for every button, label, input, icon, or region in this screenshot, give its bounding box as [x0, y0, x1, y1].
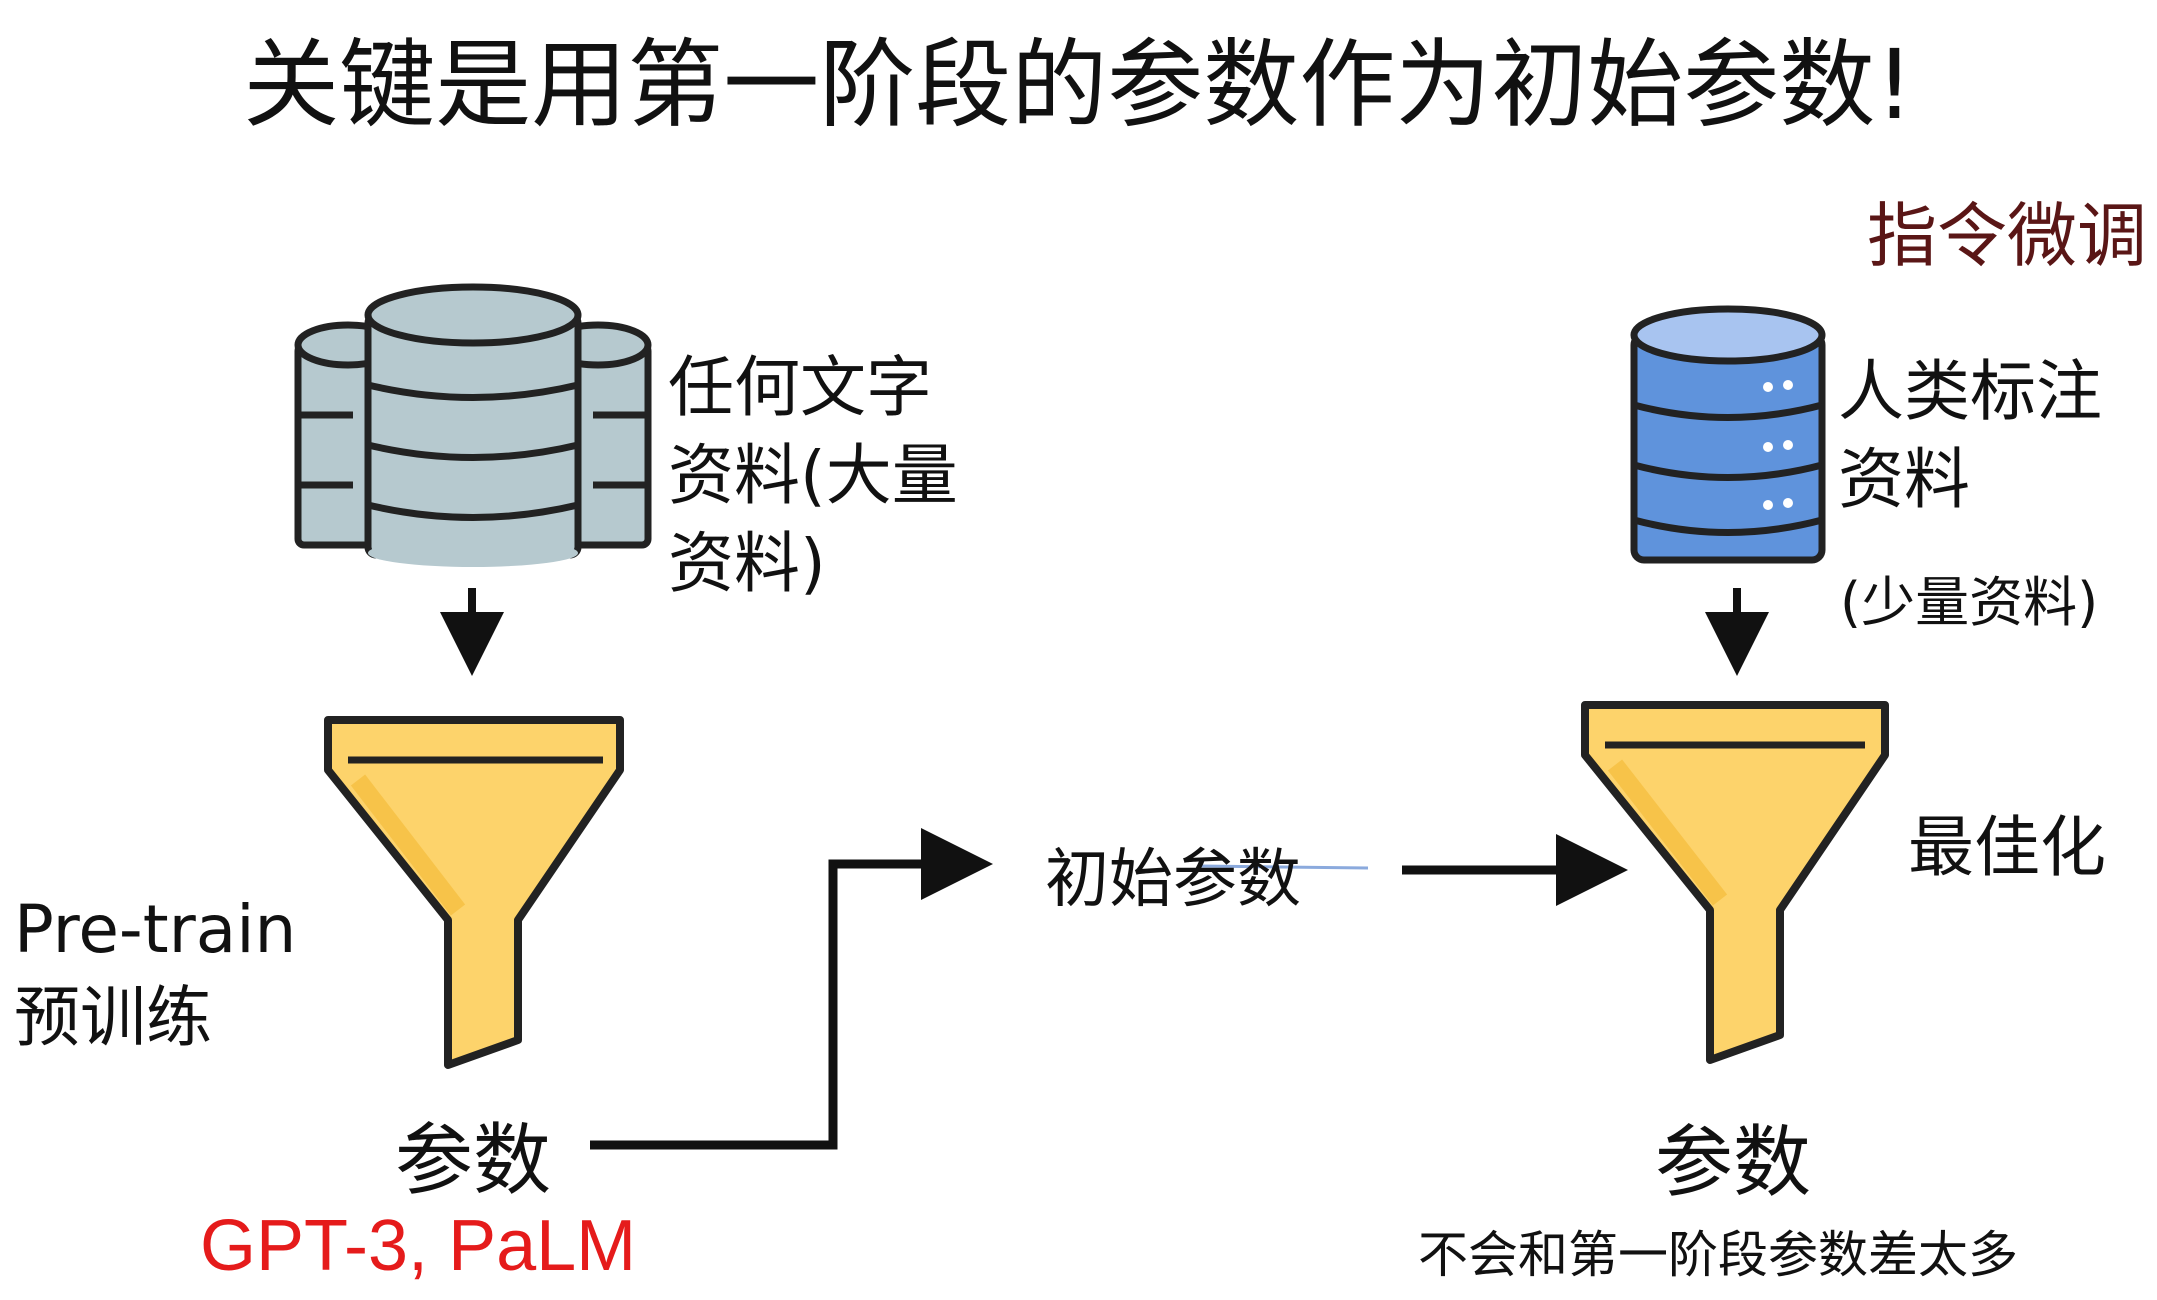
stage1-train-label-line2: 预训练 [14, 979, 212, 1056]
stage1-data-label: 任何文字 资料(大量 资料) [668, 344, 958, 608]
stage2-data-label-line2: 资料 [1838, 441, 1970, 518]
stage2-data-label: 人类标注 资料 [1838, 348, 2102, 524]
stage2-note: 不会和第一阶段参数差太多 [1418, 1226, 2018, 1284]
params-connector-line [590, 828, 993, 1150]
stage2-title: 指令微调 [1867, 195, 2147, 277]
models-label: GPT-3, PaLM [200, 1206, 637, 1286]
stage1-train-label-line1: Pre-train [14, 891, 297, 968]
stage2-params-label: 参数 [1655, 1118, 1812, 1208]
stage2-data-label-line1: 人类标注 [1838, 353, 2102, 430]
stage2-optimize-label: 最佳化 [1908, 809, 2106, 886]
page-title: 关键是用第一阶段的参数作为初始参数! [243, 29, 1914, 141]
transfer-label: 初始参数 [1045, 843, 1301, 917]
stage1-train-label: Pre-train 预训练 [14, 886, 296, 1062]
database-blue-icon [1630, 305, 1826, 564]
stage1-data-label-line3: 资料) [668, 525, 826, 602]
stage1-data-label-line1: 任何文字 [668, 349, 932, 426]
funnel-icon-right [1581, 701, 1889, 1064]
funnel-icon [324, 716, 624, 1069]
stage1-params-label: 参数 [395, 1116, 552, 1206]
stage2-data-amount: (少量资料) [1840, 571, 2099, 634]
stage1-data-label-line2: 资料(大量 [668, 437, 958, 514]
database-icon [294, 283, 652, 567]
